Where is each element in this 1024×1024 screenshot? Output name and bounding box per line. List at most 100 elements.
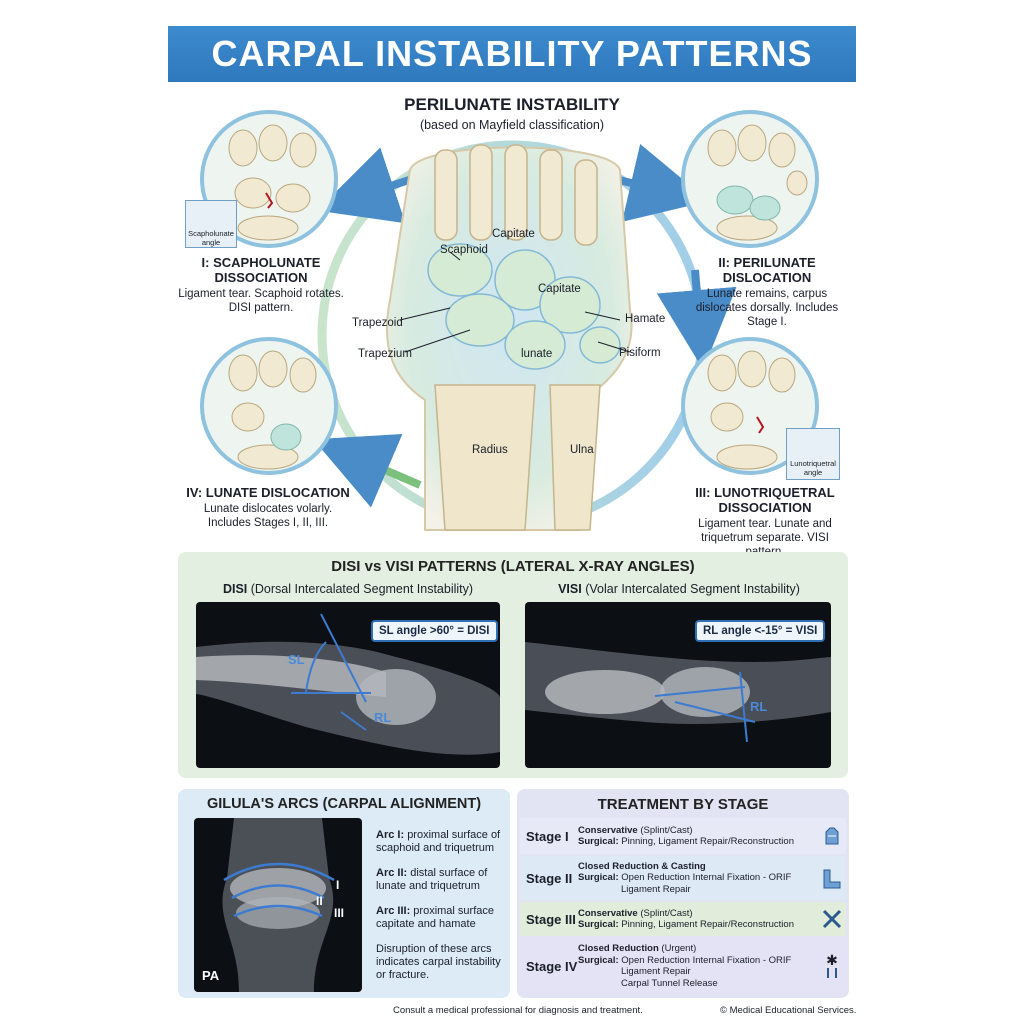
- gilula-view-label: PA: [202, 968, 220, 983]
- label-capitate: Capitate: [538, 283, 581, 295]
- label-radius: Radius: [472, 444, 508, 456]
- stage-3-line-2-bold: Surgical:: [578, 919, 619, 930]
- visi-angle-box: RL angle <-15° = VISI: [695, 620, 826, 642]
- gilula-arc-label-1: I: [336, 878, 340, 892]
- metacarpals: [434, 144, 598, 246]
- svg-text:✱: ✱: [826, 953, 838, 969]
- gilula-arc-3: Arc III: proximal surface capitate and h…: [376, 905, 504, 931]
- stage-1-line-1-bold: Conservative: [578, 824, 638, 836]
- stage-2-line-3-text: Ligament Repair: [621, 883, 691, 895]
- visi-abbr: VISI: [558, 582, 582, 596]
- visi-full: (Volar Intercalated Segment Instability): [585, 582, 800, 596]
- footer-credit: © Medical Educational Services.: [720, 1005, 857, 1016]
- stage-4-line-1-text: (Urgent): [661, 943, 697, 954]
- stage-1-text: I: SCAPHOLUNATE DISSOCIATION Ligament te…: [176, 255, 346, 315]
- label-scaphoid: Scaphoid: [440, 244, 488, 256]
- disi-visi-title: DISI vs VISI PATTERNS (LATERAL X-RAY ANG…: [331, 558, 695, 575]
- gilula-arc-2: Arc II: distal surface of lunate and tri…: [376, 867, 504, 893]
- stage-4-desc: Lunate dislocates volarly. Includes Stag…: [203, 503, 333, 529]
- disi-abbr: DISI: [222, 582, 248, 596]
- stage-2-desc: Lunate remains, carpus dislocates dorsal…: [695, 288, 839, 328]
- stage-4-heading: IV: LUNATE DISLOCATION: [186, 485, 350, 500]
- stage-4-line-2-text: Open Reduction Internal Fixation - ORIF: [621, 954, 792, 966]
- forearm-bones: [434, 384, 601, 531]
- gilula-arc-label-3: III: [334, 906, 345, 920]
- lunotriquetral-angle-inset: Lunotriquetral angle: [786, 428, 840, 480]
- perilunate-header: PERILUNATE INSTABILITY (based on Mayfiel…: [330, 95, 694, 132]
- stage-2-illustration: [681, 110, 819, 248]
- label-trapezoid: Trapezoid: [352, 317, 403, 329]
- stage-2-line-2-bold: Surgical:: [578, 872, 619, 884]
- stage-3-line-1-text: (Splint/Cast): [640, 907, 693, 919]
- disi-full: (Dorsal Intercalated Segment Instability…: [250, 582, 474, 596]
- label-capitate-top: Capitate: [492, 228, 535, 240]
- treatment-row-stage-1: Stage I Conservative (Splint/Cast) Surgi…: [520, 818, 846, 854]
- treatment-title: TREATMENT BY STAGE: [597, 796, 769, 813]
- stage-3-illustration: [681, 337, 819, 475]
- stage-4-illustration: [200, 337, 338, 475]
- disi-rl-label: RL: [374, 710, 392, 725]
- stage-1-treatment: Conservative (Splint/Cast) Surgical: Pin…: [578, 825, 818, 848]
- perilunate-title: PERILUNATE INSTABILITY: [404, 95, 620, 114]
- carpal-bones: [427, 243, 621, 370]
- label-hamate: Hamate: [625, 313, 666, 325]
- visi-rl-label: RL: [750, 699, 768, 714]
- stage-1-heading: I: SCAPHOLUNATE DISSOCIATION: [201, 255, 321, 285]
- stage-4-label: Stage IV: [526, 958, 578, 974]
- cycle-arrow-right: [656, 269, 737, 370]
- disi-sl-label: SL: [288, 652, 305, 667]
- gilula-arc-list: Arc I: proximal surface of scaphoid and …: [376, 829, 504, 982]
- stage-4-line-3-text: Ligament Repair: [621, 966, 691, 977]
- disi-xray: SL RL SL angle >60° = DISI: [196, 602, 500, 768]
- stage-3-label: Stage III: [526, 911, 576, 927]
- arc-3-desc: proximal surface capitate and hamate: [376, 905, 494, 930]
- stage-1-line-1-text: (Splint/Cast): [640, 824, 693, 836]
- label-lunate: lunate: [521, 348, 553, 360]
- page-title: CARPAL INSTABILITY PATTERNS: [168, 26, 856, 82]
- stage-1-line-2-text: Pinning, Ligament Repair/Reconstruction: [621, 836, 794, 847]
- gilula-arc-label-2: II: [316, 894, 323, 908]
- perilunate-subtitle: (based on Mayfield classification): [419, 118, 605, 132]
- stage-4-line-2-bold: Surgical:: [578, 954, 619, 966]
- stage-2-line-2-text: Open Reduction Internal Fixation - ORIF: [621, 872, 792, 884]
- treatment-row-stage-2: Stage II Closed Reduction & Casting Surg…: [520, 856, 846, 900]
- arc-2-name: Arc II:: [376, 867, 408, 879]
- gilula-title: GILULA'S ARCS (CARPAL ALIGNMENT): [206, 796, 482, 812]
- stage-3-line-1-bold: Conservative: [578, 907, 638, 919]
- label-trapezium: Trapezium: [358, 348, 412, 360]
- label-pisiform: Pisiform: [619, 347, 661, 359]
- treatment-row-stage-3: Stage III Conservative (Splint/Cast) Sur…: [520, 902, 846, 936]
- visi-heading: VISI (Volar Intercalated Segment Instabi…: [527, 582, 831, 596]
- stage-3-heading: III: LUNOTRIQUETRAL DISSOCIATION: [695, 485, 835, 515]
- stage-2-line-1-bold: Closed Reduction & Casting: [578, 860, 706, 872]
- stage-3-line-2-text: Pinning, Ligament Repair/Reconstruction: [621, 919, 794, 930]
- treatment-row-stage-4: Stage IV Closed Reduction (Urgent) Surgi…: [520, 938, 846, 994]
- emergency-screws-icon: ✱: [826, 953, 838, 978]
- cycle-arrow-bottom-left: [313, 433, 422, 508]
- stage-4-text: IV: LUNATE DISLOCATION Lunate dislocates…: [183, 485, 353, 530]
- scapholunate-angle-inset: Scapholunate angle: [185, 200, 237, 248]
- bone-leader-lines: [399, 251, 631, 353]
- stage-2-heading: II: PERILUNATE DISLOCATION: [718, 255, 816, 285]
- arc-3-name: Arc III:: [376, 905, 411, 917]
- label-ulna: Ulna: [570, 444, 594, 456]
- footer-disclaimer: Consult a medical professional for diagn…: [393, 1005, 643, 1016]
- disi-heading: DISI (Dorsal Intercalated Segment Instab…: [198, 582, 498, 596]
- stage-2-treatment: Closed Reduction & Casting Surgical: Ope…: [578, 861, 818, 896]
- stage-2-label: Stage II: [526, 870, 573, 886]
- arc-2-desc: distal surface of lunate and triquetrum: [376, 867, 488, 892]
- perilunate-diagram: [313, 140, 737, 531]
- stage-3-treatment: Conservative (Splint/Cast) Surgical: Pin…: [578, 908, 818, 931]
- gilula-note: Disruption of these arcs indicates carpa…: [376, 943, 501, 981]
- stage-1-desc: Ligament tear. Scaphoid rotates. DISI pa…: [178, 288, 344, 314]
- stage-4-line-1-bold: Closed Reduction: [578, 943, 659, 954]
- splint-icon: [825, 827, 839, 845]
- arc-1-name: Arc I:: [376, 829, 405, 841]
- surgical-tools-icon: [822, 909, 842, 929]
- stage-4-treatment: Closed Reduction (Urgent) Surgical: Open…: [578, 943, 818, 989]
- cycle-arrow-top-left: [317, 147, 417, 224]
- gilula-arc-1: Arc I: proximal surface of scaphoid and …: [376, 829, 504, 855]
- visi-xray: RL RL angle <-15° = VISI: [525, 602, 831, 768]
- gilula-xray: I II III PA: [194, 818, 362, 992]
- stage-1-label: Stage I: [526, 828, 569, 844]
